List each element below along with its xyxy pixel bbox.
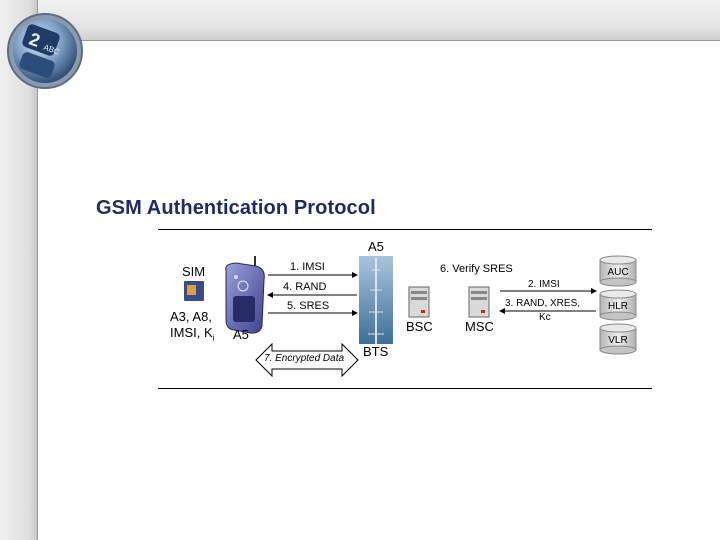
- message-7-encrypted-data: 7. Encrypted Data: [264, 353, 345, 364]
- message-4-rand: 4. RAND: [283, 281, 327, 293]
- auc-label: AUC: [607, 267, 629, 278]
- message-1-imsi: 1. IMSI: [290, 261, 325, 273]
- bsc-label: BSC: [406, 319, 433, 334]
- hlr-label: HLR: [607, 301, 628, 312]
- phone-algorithms-text: IMSI, K: [170, 325, 213, 340]
- phone-algorithms-line1: A3, A8,: [170, 309, 212, 324]
- phone-a5-label: A5: [233, 327, 249, 342]
- encrypted-data-arrow-shape: [255, 342, 359, 378]
- auc-database-icon: [599, 255, 637, 287]
- bts-label: BTS: [363, 344, 389, 359]
- bottom-rule: [158, 388, 652, 389]
- msc-server-icon: [468, 286, 490, 318]
- bts-tower-icon: [359, 256, 393, 344]
- top-rule: [158, 229, 652, 230]
- mobile-phone-icon: [225, 256, 265, 334]
- slide-title: GSM Authentication Protocol: [96, 197, 376, 219]
- vlr-label: VLR: [608, 335, 628, 346]
- message-3-rand-xres: 3. RAND, XRES,: [505, 298, 581, 309]
- bts-a5-label: A5: [368, 239, 384, 254]
- sim-card-icon: [184, 281, 204, 301]
- vlr-database-icon: [599, 323, 637, 355]
- message-6-verify-sres: 6. Verify SRES: [440, 263, 513, 275]
- top-band: [0, 0, 720, 41]
- phone-algorithms-line2: IMSI, Ki: [170, 326, 214, 343]
- sim-label: SIM: [182, 264, 206, 279]
- phone-algorithms-subscript: i: [212, 333, 215, 343]
- hlr-database-icon: [599, 289, 637, 321]
- message-5-sres: 5. SRES: [287, 300, 330, 312]
- message-2-imsi: 2. IMSI: [528, 279, 560, 290]
- bsc-server-icon: [408, 286, 430, 318]
- message-3-kc: Kc: [539, 312, 551, 323]
- keypad-logo-icon: 2 ABC: [7, 13, 83, 89]
- left-band: [0, 0, 38, 540]
- msc-label: MSC: [465, 319, 494, 334]
